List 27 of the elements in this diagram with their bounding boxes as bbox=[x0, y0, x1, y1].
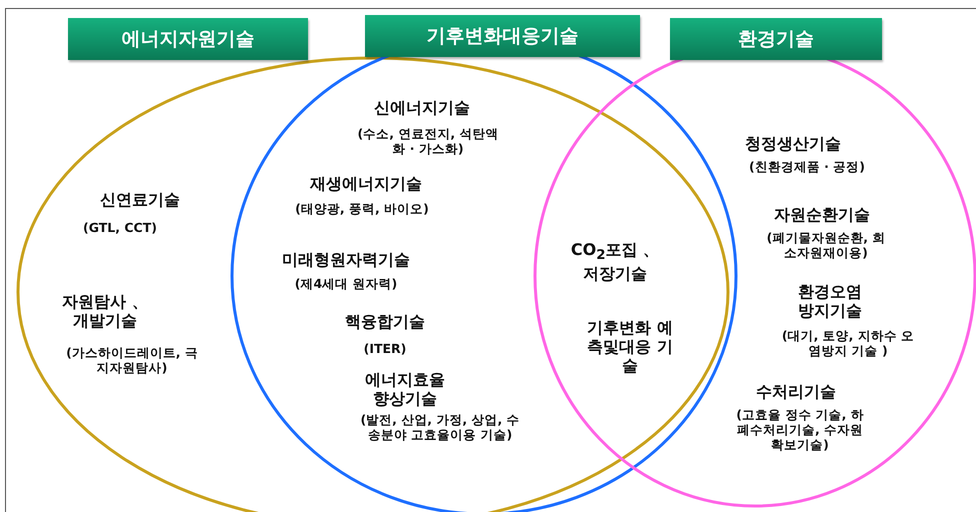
example-list: (태양광, 풍력, 바이오) bbox=[252, 201, 472, 216]
category-label: CO$_{2}$포집 、 저장기술 bbox=[570, 240, 660, 284]
category-label: 핵융합기술 bbox=[344, 312, 426, 332]
category-label: 청정생산기술 bbox=[744, 134, 842, 154]
example-list: (제4세대 원자력) bbox=[246, 276, 446, 291]
category-label: 수처리기술 bbox=[755, 382, 837, 402]
example-list: (가스하이드레이트, 극지자원탐사) bbox=[62, 345, 202, 375]
category-label: 재생에너지기술 bbox=[308, 174, 423, 194]
category-label: 에너지효율 향상기술 bbox=[364, 370, 446, 408]
example-list: (GTL, CCT) bbox=[40, 220, 200, 235]
category-label: 기후변화 예측및대응 기술 bbox=[586, 318, 674, 376]
example-list: (발전, 산업, 가정, 상업, 수송분야 고효율이용 기술) bbox=[360, 412, 520, 442]
header-banner: 기후변화대응기술 bbox=[365, 15, 640, 57]
header-banner: 환경기술 bbox=[670, 18, 882, 60]
category-label: 자원탐사 、 개발기술 bbox=[61, 292, 149, 330]
header-banner: 에너지자원기술 bbox=[68, 18, 308, 60]
example-list: (폐기물자원순환, 희소자원재이용) bbox=[766, 230, 886, 260]
example-list: (수소, 연료전지, 석탄액화 · 가스화) bbox=[356, 126, 500, 156]
category-label: 미래형원자력기술 bbox=[281, 250, 411, 270]
category-label: 자원순환기술 bbox=[773, 205, 871, 224]
example-list: (고효율 정수 기술, 하폐수처리기술, 수자원확보기술) bbox=[735, 407, 865, 452]
example-list: (대기, 토양, 지하수 오염방지 기술 ) bbox=[778, 328, 918, 358]
example-list: (ITER) bbox=[325, 341, 445, 356]
category-label: 환경오염 방지기술 bbox=[797, 282, 863, 320]
example-list: (친환경제품 · 공정) bbox=[707, 159, 907, 174]
category-label: 신연료기술 bbox=[99, 190, 181, 210]
category-label: 신에너지기술 bbox=[373, 98, 471, 118]
